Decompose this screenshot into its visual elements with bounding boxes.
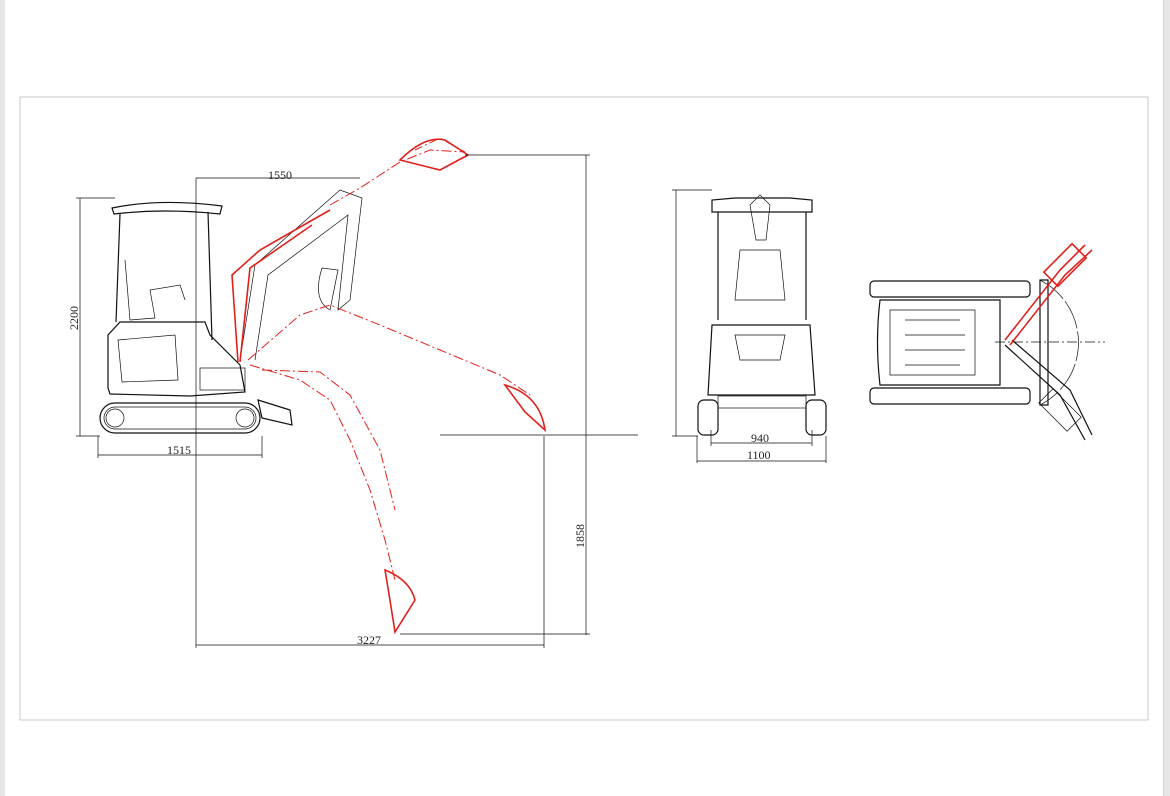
track (99, 402, 261, 434)
top-upper-body (876, 299, 1001, 386)
arm-range-high (329, 137, 466, 206)
dim-max-depth: 1858 (573, 524, 587, 548)
drawing-frame (19, 96, 1149, 721)
side-view: 1550 2200 1515 3227 1858 (67, 137, 638, 648)
top-track-upper (869, 280, 1031, 298)
dim-track-gauge: 940 (751, 431, 769, 445)
arm-range-reach (247, 304, 531, 396)
dim-max-reach: 3227 (357, 633, 381, 647)
scrollbar[interactable] (1163, 0, 1170, 796)
dim-overall-width: 1100 (747, 448, 771, 462)
front-view: 940 1100 (672, 189, 827, 463)
top-view (869, 242, 1105, 441)
dim-overall-height: 2200 (67, 306, 81, 330)
boom-range-1 (231, 209, 331, 363)
boom (239, 189, 363, 361)
top-track-lower (869, 387, 1031, 405)
right-track (805, 399, 827, 436)
page-left-edge (0, 0, 5, 796)
canopy-roof (111, 201, 223, 215)
dim-track-length: 1515 (167, 443, 191, 457)
bucket (318, 267, 339, 311)
front-canopy (711, 197, 813, 213)
arm-swung-left (1004, 244, 1093, 346)
left-track (697, 399, 719, 436)
upper-body (107, 321, 246, 397)
operator-seat (124, 259, 186, 321)
blade (257, 399, 293, 426)
arm-range-deep (249, 364, 396, 581)
arm-swung-right (1004, 339, 1093, 441)
front-body (707, 324, 816, 396)
dim-boom-offset: 1550 (268, 168, 292, 182)
